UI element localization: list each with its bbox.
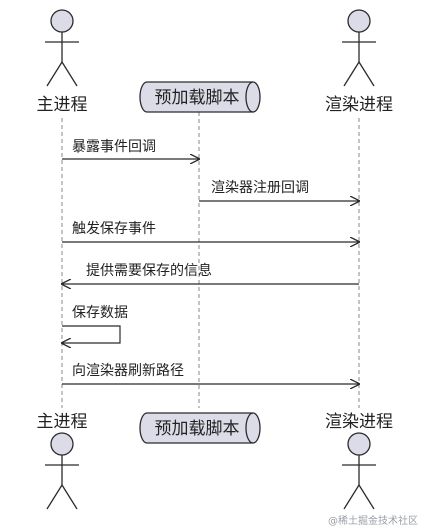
actor-renderer-bottom-icon	[342, 432, 376, 510]
message-label-4: 提供需要保存的信息	[86, 262, 212, 279]
message-label-3: 触发保存事件	[72, 221, 156, 237]
actor-renderer-top-icon	[342, 9, 376, 87]
participant-main-top: 主进程	[37, 95, 88, 115]
participant-preload-bottom: 预加载脚本	[155, 419, 240, 439]
participant-renderer-bottom: 渲染进程	[325, 412, 393, 432]
message-label-2: 渲染器注册回调	[211, 180, 309, 196]
database-preload-top-icon	[139, 81, 261, 113]
participant-main-bottom: 主进程	[37, 412, 88, 432]
message-label-6: 向渲染器刷新路径	[72, 363, 184, 379]
actor-main-bottom-icon	[45, 432, 79, 510]
participant-preload-top: 预加载脚本	[155, 88, 240, 108]
actor-main-top-icon	[45, 9, 79, 87]
watermark: @稀土掘金技术社区	[328, 514, 418, 527]
participant-renderer-top: 渲染进程	[325, 95, 393, 115]
message-arrow-5-self	[62, 325, 121, 343]
database-preload-bottom-icon	[139, 412, 261, 444]
message-label-1: 暴露事件回调	[72, 139, 156, 155]
message-label-5: 保存数据	[72, 305, 128, 321]
